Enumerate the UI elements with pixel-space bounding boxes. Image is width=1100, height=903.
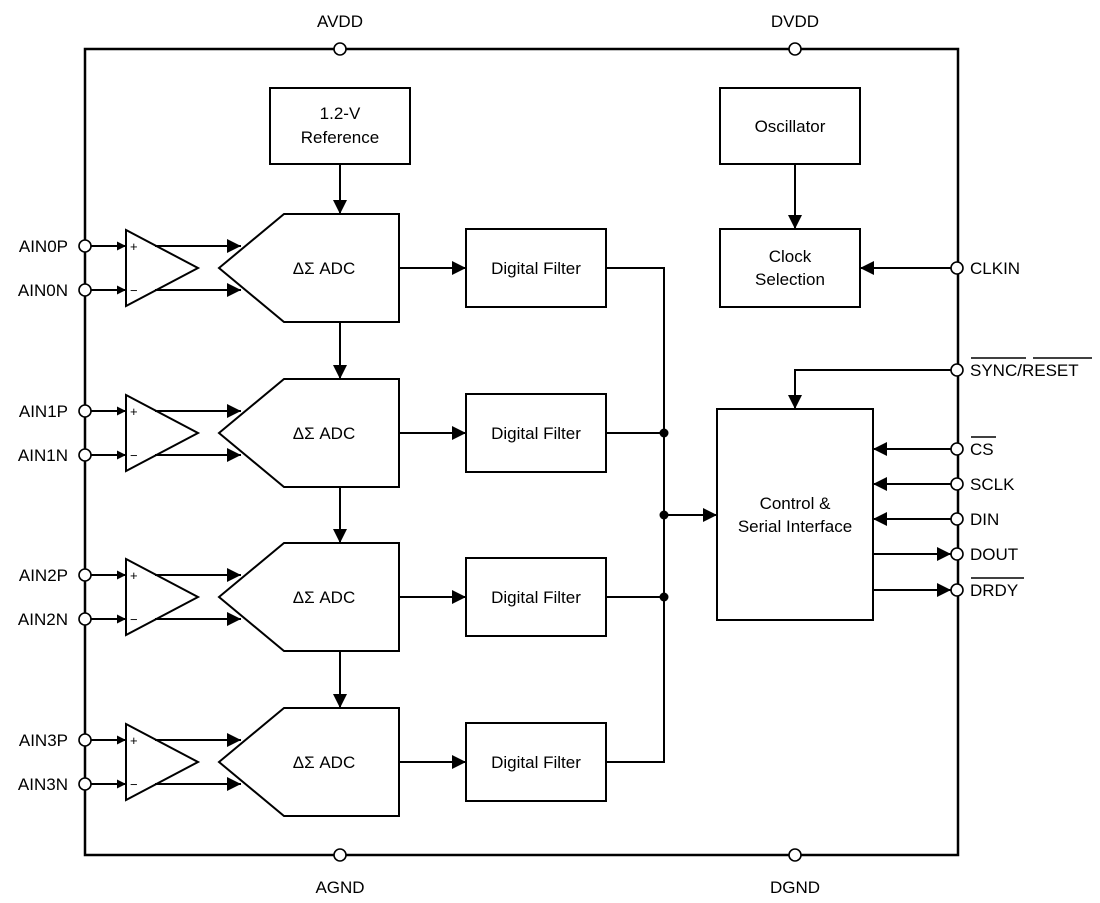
dout-label: DOUT — [970, 545, 1018, 564]
amplifier-0 — [125, 228, 201, 308]
avdd-label: AVDD — [317, 12, 363, 31]
control-line1: Control & — [760, 494, 832, 513]
drdy-label: DRDY — [970, 581, 1018, 600]
clock-selection-line1: Clock — [769, 247, 812, 266]
amp3-plus-sign: + — [130, 733, 138, 748]
ain3p-label: AIN3P — [19, 731, 68, 750]
amplifier-1 — [125, 393, 201, 473]
ain1p-label: AIN1P — [19, 402, 68, 421]
filter-label-0: Digital Filter — [491, 259, 581, 278]
bus-junction-3 — [659, 592, 669, 602]
amp1-plus-sign: + — [130, 404, 138, 419]
sclk-label: SCLK — [970, 475, 1015, 494]
ain0n-label: AIN0N — [18, 281, 68, 300]
reference-block — [269, 87, 411, 165]
amp0-plus-sign: + — [130, 239, 138, 254]
dout-pin — [950, 547, 964, 561]
oscillator-label: Oscillator — [755, 117, 826, 136]
amplifier-3 — [125, 722, 201, 802]
reference-line1: 1.2-V — [320, 104, 361, 123]
sync-reset-label: SYNC/RESET — [970, 361, 1079, 380]
din-pin — [950, 512, 964, 526]
oscillator-block — [719, 87, 861, 165]
ain1n-pin — [78, 448, 92, 462]
ain3p-pin — [78, 733, 92, 747]
filter-label-3: Digital Filter — [491, 753, 581, 772]
digital-filter-2 — [465, 557, 607, 637]
sync-reset-pin — [950, 363, 964, 377]
digital-filter-0 — [465, 228, 607, 308]
ain0p-label: AIN0P — [19, 237, 68, 256]
amp0-minus-sign: − — [130, 283, 138, 298]
adc-label-0: ΔΣ ADC — [293, 259, 355, 278]
ain2p-label: AIN2P — [19, 566, 68, 585]
ain2n-pin — [78, 612, 92, 626]
ain1p-pin — [78, 404, 92, 418]
filter-bus — [606, 267, 665, 763]
bus-junction-1 — [659, 428, 669, 438]
adc-label-3: ΔΣ ADC — [293, 753, 355, 772]
ain2n-label: AIN2N — [18, 610, 68, 629]
ain1n-label: AIN1N — [18, 446, 68, 465]
clock-selection-block — [719, 228, 861, 308]
clkin-pin — [950, 261, 964, 275]
cs-label: CS — [970, 440, 994, 459]
dgnd-pin — [788, 848, 802, 862]
dgnd-label: DGND — [770, 878, 820, 897]
amp3-minus-sign: − — [130, 777, 138, 792]
dvdd-pin — [788, 42, 802, 56]
control-interface-block — [716, 408, 874, 621]
ain2p-pin — [78, 568, 92, 582]
clock-selection-line2: Selection — [755, 270, 825, 289]
sclk-pin — [950, 477, 964, 491]
agnd-label: AGND — [315, 878, 364, 897]
drdy-pin — [950, 583, 964, 597]
ain0p-pin — [78, 239, 92, 253]
amp2-minus-sign: − — [130, 612, 138, 627]
amp1-minus-sign: − — [130, 448, 138, 463]
amplifier-2 — [125, 557, 201, 637]
ain3n-pin — [78, 777, 92, 791]
avdd-pin — [333, 42, 347, 56]
ain3n-label: AIN3N — [18, 775, 68, 794]
digital-filter-3 — [465, 722, 607, 802]
cs-pin — [950, 442, 964, 456]
agnd-pin — [333, 848, 347, 862]
din-label: DIN — [970, 510, 999, 529]
dvdd-label: DVDD — [771, 12, 819, 31]
adc-label-2: ΔΣ ADC — [293, 588, 355, 607]
ain0n-pin — [78, 283, 92, 297]
sync-reset-wire — [788, 369, 951, 409]
reference-line2: Reference — [301, 128, 379, 147]
filter-label-2: Digital Filter — [491, 588, 581, 607]
amp2-plus-sign: + — [130, 568, 138, 583]
adc-label-1: ΔΣ ADC — [293, 424, 355, 443]
clkin-label: CLKIN — [970, 259, 1020, 278]
filter-label-1: Digital Filter — [491, 424, 581, 443]
control-line2: Serial Interface — [738, 517, 852, 536]
